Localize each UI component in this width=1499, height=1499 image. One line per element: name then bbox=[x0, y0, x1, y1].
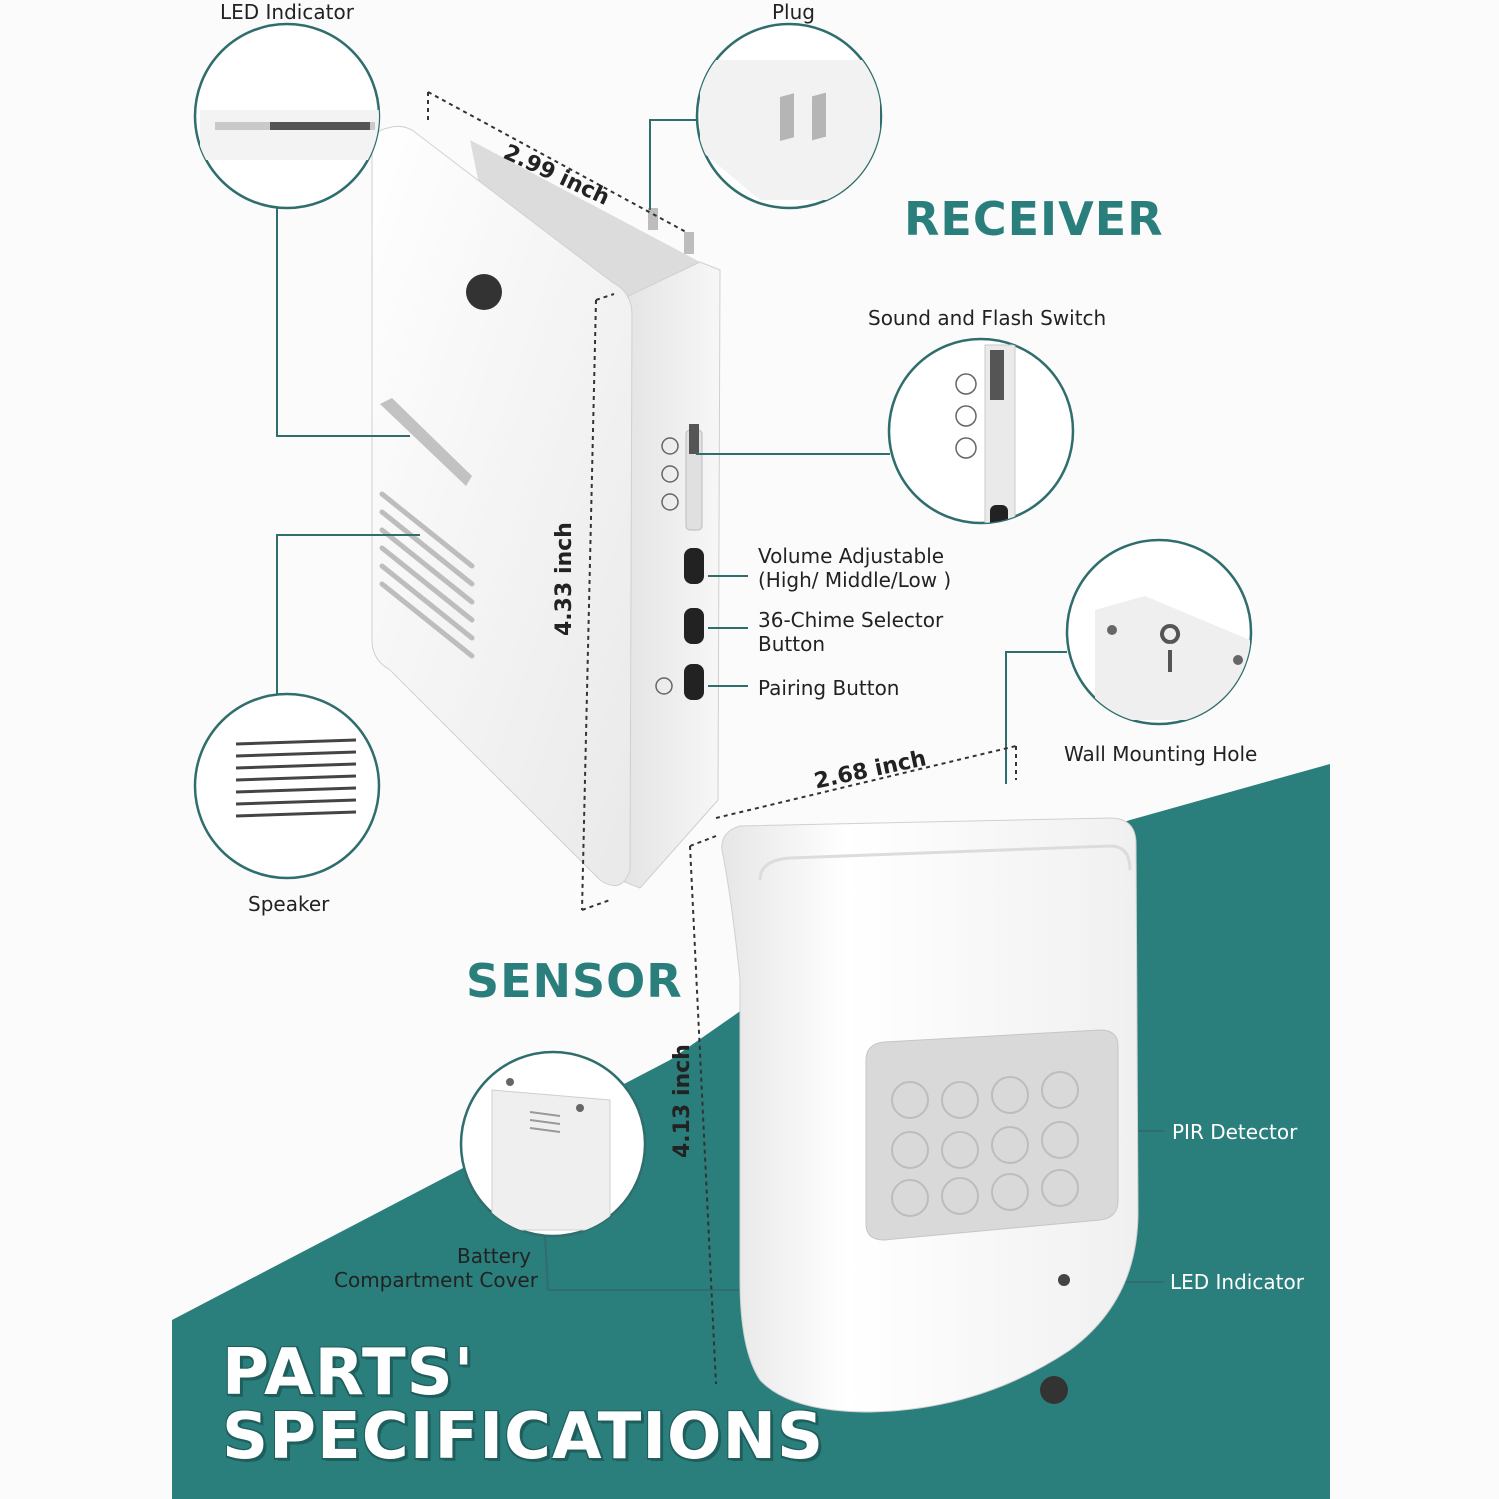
pairing-label: Pairing Button bbox=[758, 676, 900, 700]
chime-label-line1: 36-Chime Selector bbox=[758, 608, 944, 632]
sensor-height-dimension: 4.13 inch bbox=[670, 1044, 695, 1158]
speaker-label: Speaker bbox=[248, 892, 330, 916]
chime-label-line2: Button bbox=[758, 632, 825, 656]
sensor-led-label: LED Indicator bbox=[1170, 1270, 1304, 1294]
battery-label-line1: Battery bbox=[456, 1244, 532, 1268]
pairing-button-shape bbox=[684, 664, 704, 700]
volume-button-shape bbox=[684, 548, 704, 584]
receiver-height-dimension: 4.33 inch bbox=[552, 522, 577, 636]
battery-label-line2: Compartment Cover bbox=[334, 1268, 538, 1292]
receiver-dimension-lines bbox=[427, 91, 687, 911]
plug-label: Plug bbox=[772, 0, 815, 24]
sound-flash-switch-label: Sound and Flash Switch bbox=[868, 306, 1107, 330]
wall-mount-label: Wall Mounting Hole bbox=[1064, 742, 1258, 766]
sensor-device bbox=[721, 817, 1139, 1413]
callout-lines bbox=[276, 119, 1164, 1291]
title-line2: SPECIFICATIONS bbox=[222, 1400, 825, 1474]
led-indicator-callout bbox=[193, 22, 381, 210]
sensor-logo-badge bbox=[1040, 1376, 1068, 1404]
chime-button-shape bbox=[684, 608, 704, 644]
sensor-led-dot bbox=[1058, 1274, 1070, 1286]
sensor-heading: SENSOR bbox=[466, 954, 683, 1008]
wall-mount-callout bbox=[1065, 538, 1253, 726]
plug-callout bbox=[695, 22, 883, 210]
receiver-heading: RECEIVER bbox=[904, 192, 1164, 246]
title-line1: PARTS' bbox=[222, 1336, 475, 1410]
receiver-logo-badge bbox=[466, 274, 502, 310]
speaker-callout bbox=[193, 692, 381, 880]
led-indicator-label: LED Indicator bbox=[220, 0, 354, 24]
receiver-device bbox=[371, 125, 721, 889]
volume-label-line1: Volume Adjustable bbox=[758, 544, 945, 568]
battery-cover-callout bbox=[459, 1050, 647, 1238]
sensor-dimension-lines bbox=[689, 745, 1017, 1385]
sound-flash-switch-callout bbox=[887, 337, 1075, 525]
pir-detector-label: PIR Detector bbox=[1172, 1120, 1298, 1144]
volume-label-line2: (High/ Middle/Low ) bbox=[758, 568, 952, 592]
